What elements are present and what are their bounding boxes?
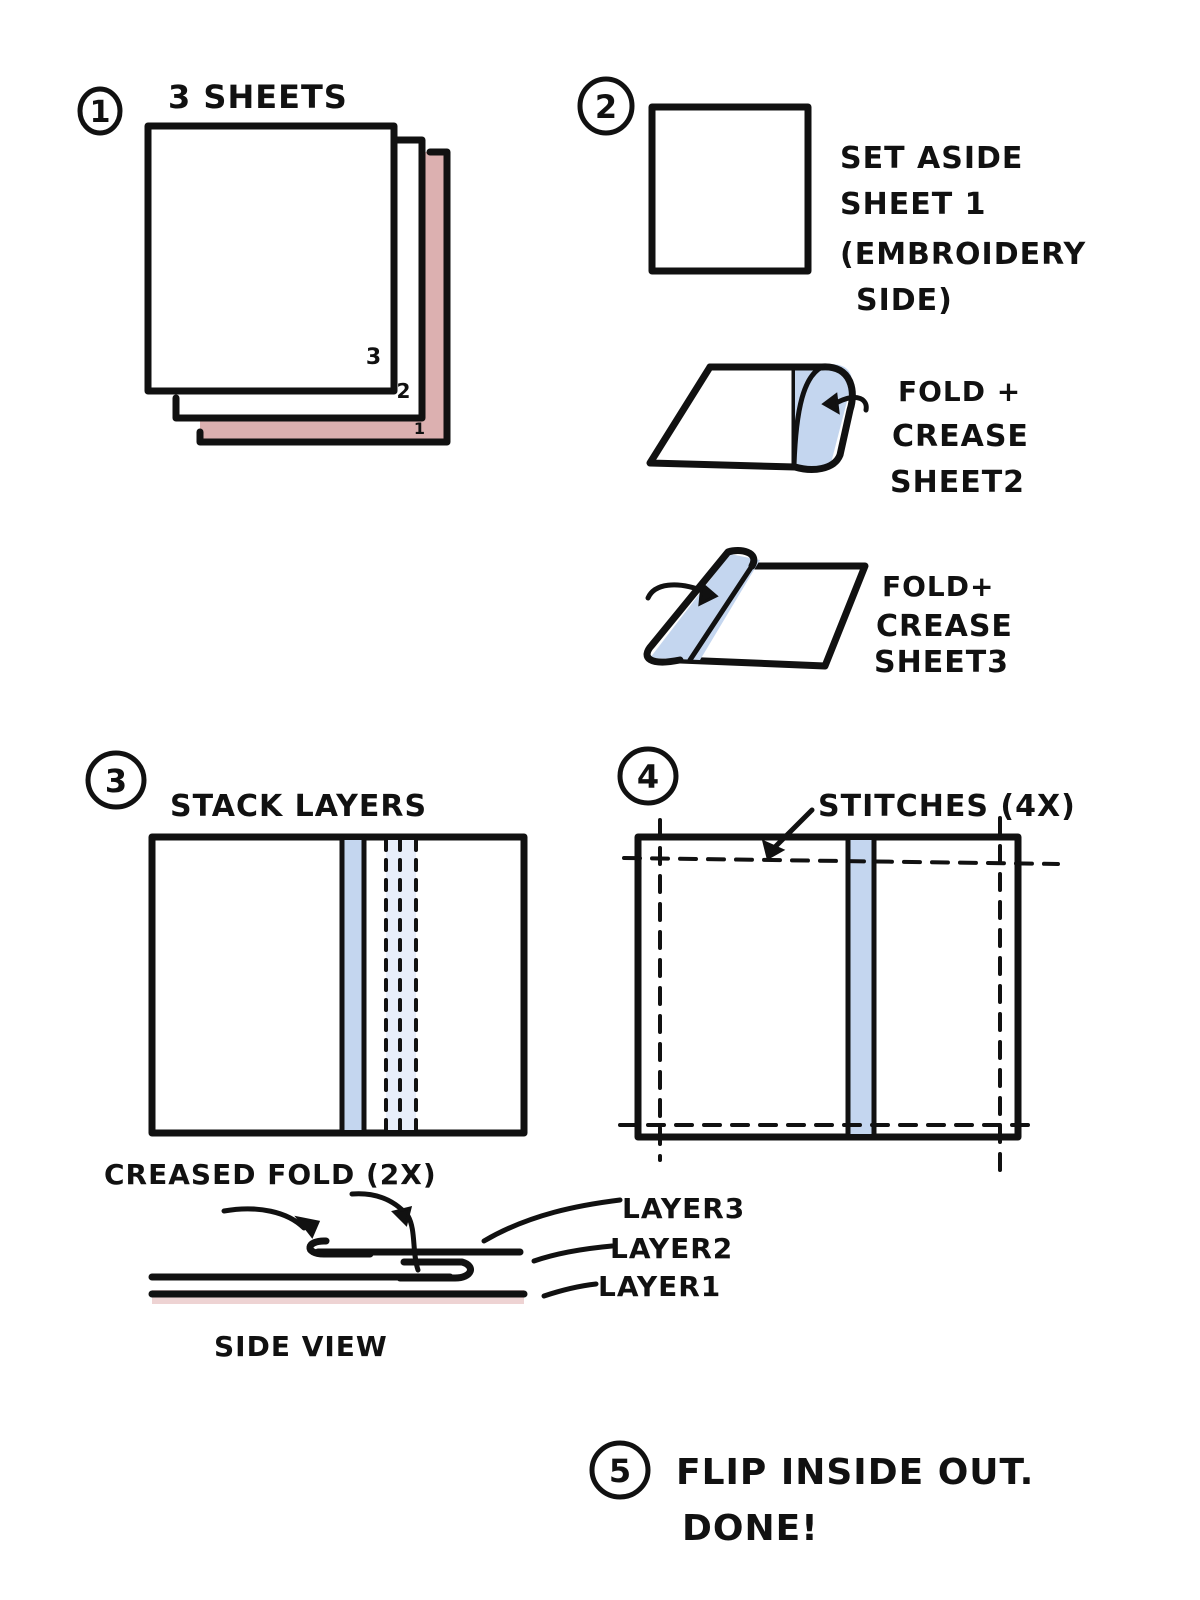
fold-sheet-2-label: FOLD + CREASE SHEET2 <box>890 375 1029 500</box>
step-3-badge: 3 <box>85 750 147 810</box>
step-5-number: 5 <box>609 1452 631 1490</box>
svg-text:SHEET3: SHEET3 <box>874 645 1009 680</box>
step-1-badge: 1 <box>77 86 123 136</box>
svg-text:CREASE: CREASE <box>876 609 1013 644</box>
step-4-badge: 4 <box>617 746 679 806</box>
step-1-number: 1 <box>90 95 111 130</box>
fold-sheet-3-drawing <box>643 547 869 670</box>
svg-text:CREASE: CREASE <box>892 419 1029 454</box>
sheet-2 <box>176 140 422 420</box>
fold-strip-sheet-2 <box>342 840 364 1130</box>
step-3: 3 STACK LAYERS CREASED FOLD (2X) <box>85 750 745 1363</box>
set-aside-label: SET ASIDE SHEET 1 (EMBROIDERY SIDE) <box>840 141 1087 318</box>
step-5: 5 FLIP INSIDE OUT. DONE! <box>589 1440 1034 1549</box>
stacked-layers-top-view <box>148 833 528 1137</box>
sheet-2-outline <box>172 136 426 422</box>
step-2-number: 2 <box>595 88 617 126</box>
svg-text:SHEET 1: SHEET 1 <box>840 187 986 222</box>
step-4: 4 STITCHES (4X) <box>617 746 1076 1178</box>
svg-text:SET ASIDE: SET ASIDE <box>840 141 1023 176</box>
layer-3-label: LAYER3 <box>622 1192 745 1225</box>
fold-sheet-2-drawing <box>646 363 869 473</box>
fold-sheet-3-label: FOLD+ CREASE SHEET3 <box>874 570 1013 680</box>
stitch-top <box>622 856 1060 866</box>
sheet-1-outline <box>196 148 451 446</box>
stitch-lines <box>618 816 1060 1178</box>
step-3-title: STACK LAYERS <box>170 789 427 824</box>
step-2-badge: 2 <box>577 76 635 136</box>
svg-text:FOLD+: FOLD+ <box>882 570 994 603</box>
stitched-square <box>634 833 1022 1141</box>
step-5-line-2: DONE! <box>682 1508 819 1549</box>
svg-text:(EMBROIDERY: (EMBROIDERY <box>840 237 1087 272</box>
layer-2-label: LAYER2 <box>610 1232 733 1265</box>
svg-text:FOLD +: FOLD + <box>898 375 1021 408</box>
svg-text:SIDE): SIDE) <box>856 283 953 318</box>
side-view-label: SIDE VIEW <box>214 1330 388 1363</box>
stitches-label: STITCHES (4X) <box>818 789 1076 824</box>
creased-fold-label: CREASED FOLD (2X) <box>104 1158 437 1191</box>
layer-1-label: LAYER1 <box>598 1270 721 1303</box>
side-view-drawing <box>148 1191 528 1304</box>
sheet-1-label: 1 <box>414 419 426 438</box>
step-4-number: 4 <box>637 758 659 796</box>
layer-labels: LAYER3 LAYER2 LAYER1 <box>481 1192 745 1303</box>
step-5-badge: 5 <box>589 1440 651 1500</box>
step-5-line-1: FLIP INSIDE OUT. <box>676 1452 1034 1493</box>
step-1-title: 3 SHEETS <box>168 78 348 116</box>
sheet-3 <box>144 122 398 395</box>
sheet-3-label: 3 <box>366 345 382 370</box>
step-2: 2 SET ASIDE SHEET 1 (EMBROIDERY SIDE) FO… <box>577 76 1087 680</box>
stitched-fold-strip <box>848 840 874 1134</box>
embroidery-sheet <box>648 103 812 275</box>
step-3-number: 3 <box>105 762 127 800</box>
sheet-2-label: 2 <box>397 379 412 403</box>
step-1: 1 3 SHEETS 3 2 1 <box>77 78 451 446</box>
svg-text:SHEET2: SHEET2 <box>890 465 1025 500</box>
